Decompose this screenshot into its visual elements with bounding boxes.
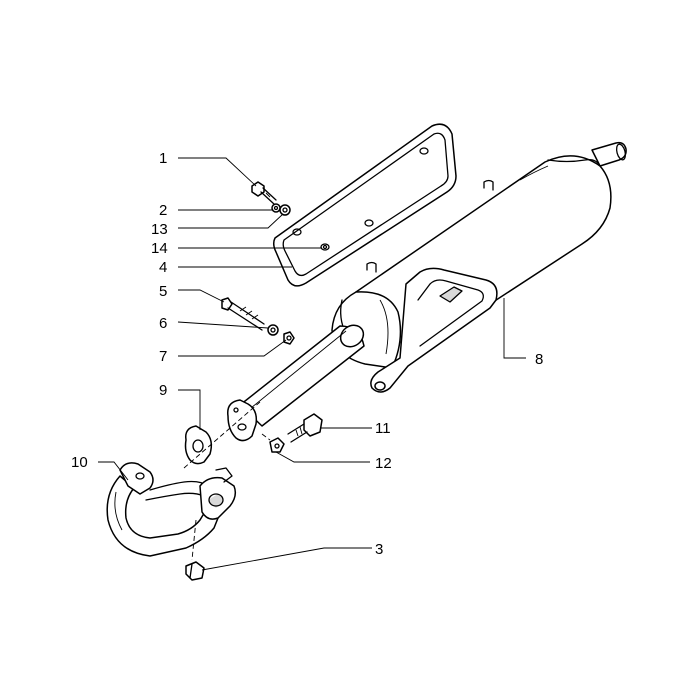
muffler-bracket (370, 267, 498, 393)
leader-lines (98, 157, 526, 571)
gasket (184, 425, 213, 465)
callout-4: 4 (159, 259, 167, 276)
assembly-lines (183, 401, 271, 561)
nut-12 (269, 437, 285, 453)
callout-2: 2 (159, 202, 167, 219)
callout-5: 5 (159, 283, 167, 300)
washer-13 (279, 204, 291, 216)
inlet-pipe (227, 324, 365, 442)
bolt-11 (287, 413, 323, 443)
callout-14: 14 (151, 240, 168, 257)
screw-1 (251, 181, 277, 205)
heat-shield (272, 123, 457, 287)
callout-11: 11 (375, 420, 391, 437)
bolt-5 (221, 297, 265, 331)
callout-6: 6 (159, 315, 167, 332)
callout-13: 13 (151, 221, 168, 238)
callout-3: 3 (375, 541, 383, 558)
callout-8: 8 (535, 351, 543, 368)
callout-9: 9 (159, 382, 167, 399)
washer-2 (271, 203, 281, 213)
washer-6 (267, 324, 279, 336)
nut-3 (185, 561, 205, 581)
callout-12: 12 (375, 455, 392, 472)
callout-labels: 1 2 13 14 4 5 6 7 9 10 8 11 12 3 (71, 150, 543, 558)
callout-7: 7 (159, 348, 167, 365)
callout-1: 1 (159, 150, 167, 167)
callout-10: 10 (71, 454, 88, 471)
nut-7 (283, 331, 295, 345)
manifold-pipe (106, 462, 237, 557)
